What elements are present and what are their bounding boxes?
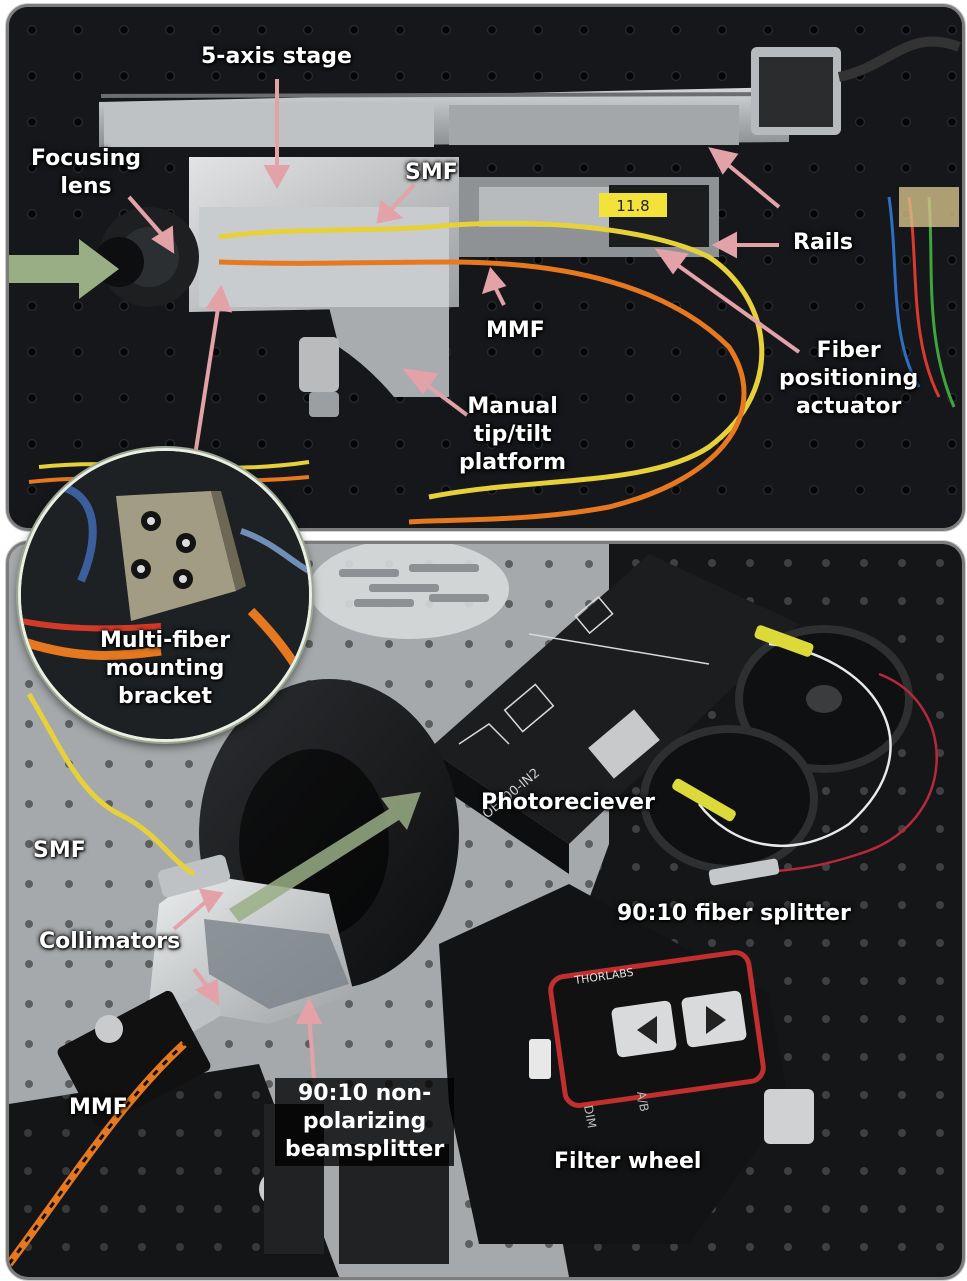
label-mmf-top: MMF	[486, 318, 545, 343]
pointer-arrows-bottom	[172, 888, 323, 1080]
label-fiber-splitter: 90:10 fiber splitter	[617, 901, 851, 926]
bottom-photo-panel: OE200-IN2 THORLABS DIM A/B	[6, 541, 965, 1280]
mmf-fiber	[218, 259, 747, 525]
label-smf-top: SMF	[405, 160, 458, 185]
collimator-top	[157, 854, 231, 898]
label-fiber-actuator: Fiber positioning actuator	[779, 338, 919, 419]
dim-text: DIM	[581, 1104, 599, 1129]
fiber-spool-2	[640, 725, 818, 873]
label-collimators: Collimators	[39, 929, 181, 954]
label-beamsplitter: 90:10 non- polarizing beamsplitter	[275, 1078, 455, 1166]
label-tag-text: 11.8	[616, 197, 649, 215]
pointer-arrows-top	[127, 79, 801, 508]
ab-text: A/B	[634, 1090, 651, 1113]
bottom-photo-scene: OE200-IN2 THORLABS DIM A/B	[9, 544, 962, 1277]
top-photo-panel: 11.8 5-axis stage Focusing le	[6, 4, 965, 531]
label-photoreceiver: Photoreciever	[481, 790, 655, 815]
bracket-inset: Multi-fiber mounting bracket	[18, 448, 312, 742]
power-switch	[529, 1039, 551, 1079]
label-smf-bottom: SMF	[33, 838, 86, 863]
label-5-axis-stage: 5-axis stage	[201, 44, 352, 69]
top-photo-scene: 11.8	[9, 7, 962, 528]
label-rails: Rails	[793, 230, 853, 255]
beam-arrow-top	[9, 239, 119, 299]
label-mmf-bottom: MMF	[69, 1095, 128, 1120]
label-filter-wheel: Filter wheel	[554, 1149, 702, 1174]
label-tip-tilt-platform: Manual tip/tilt platform	[459, 394, 567, 475]
label-tag	[599, 193, 667, 217]
beam-arrow-bottom	[229, 792, 421, 922]
photoreceiver-box	[429, 554, 799, 844]
bracket-inset-scene	[21, 451, 309, 739]
label-focusing-lens: Focusing lens	[31, 146, 141, 199]
smf-fiber	[218, 220, 765, 500]
label-multi-fiber-bracket: Multi-fiber mounting bracket	[99, 628, 231, 709]
